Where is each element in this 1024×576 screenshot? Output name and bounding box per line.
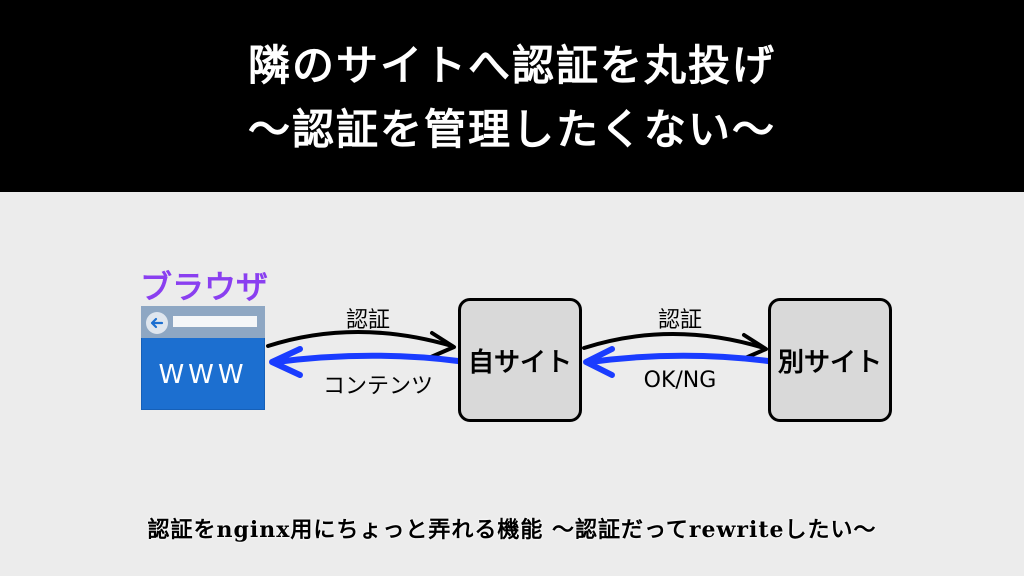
contents-response-arrowhead — [269, 346, 303, 378]
contents-label: コンテンツ — [322, 374, 433, 399]
auth-label-2: 認証 — [657, 308, 702, 333]
self-site-box: 自サイト — [458, 298, 582, 422]
title-banner: 隣のサイトへ認証を丸投げ ～認証を管理したくない～ — [0, 0, 1024, 192]
result-label: OK/NG — [643, 368, 717, 393]
other-site-label: 別サイト — [777, 347, 882, 378]
auth-forward-arrow — [582, 332, 766, 350]
other-site-box: 別サイト — [768, 298, 892, 422]
result-response-arrowhead — [583, 346, 615, 378]
www-text: WWW — [158, 360, 248, 390]
browser-label: ブラウザ — [139, 268, 268, 306]
contents-response-arrow — [273, 352, 461, 365]
auth-request-arrow — [266, 330, 454, 348]
result-response-arrow — [587, 352, 771, 365]
auth-forward-arrowhead — [741, 333, 768, 361]
browser-toolbar — [141, 306, 265, 338]
address-bar — [173, 316, 257, 327]
self-site-label: 自サイト — [467, 347, 572, 378]
back-button — [146, 312, 168, 334]
title-line-2: ～認証を管理したくない～ — [247, 105, 776, 154]
browser-window-icon: WWW — [141, 306, 265, 410]
subtitle: 認証をnginx用にちょっと弄れる機能 ～認証だってrewriteしたい～ — [147, 517, 877, 543]
title-line-1: 隣のサイトへ認証を丸投げ — [247, 41, 776, 90]
auth-label-1: 認証 — [345, 308, 390, 333]
back-arrow-icon — [150, 317, 164, 329]
auth-request-arrowhead — [429, 331, 456, 359]
